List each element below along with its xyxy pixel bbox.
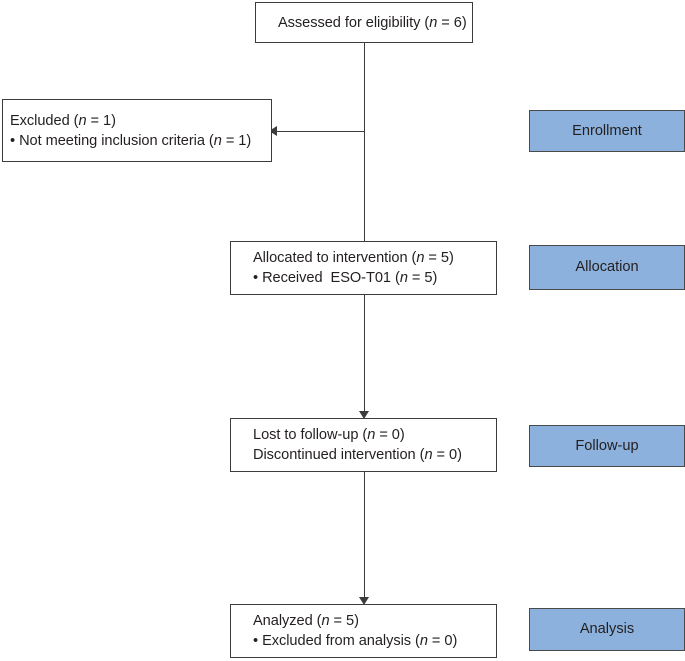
stage-label-enrollment: Enrollment (529, 110, 685, 152)
arrowhead-to-analyzed (359, 597, 369, 605)
box-followup-line-1: Lost to follow-up (n = 0) (253, 427, 405, 443)
stage-label-allocation: Allocation (529, 245, 685, 290)
box-followup-line-2: Discontinued intervention (n = 0) (253, 447, 462, 463)
arrowhead-to-followup (359, 411, 369, 419)
stage-analysis-text: Analysis (579, 621, 635, 638)
box-excluded: Excluded (n = 1) • Not meeting inclusion… (2, 99, 272, 162)
stage-allocation-text: Allocation (575, 259, 639, 276)
box-analyzed-line-1: Analyzed (n = 5) (253, 613, 359, 629)
connector-exclusion-horizontal (277, 130, 364, 133)
box-allocated-to-intervention: Allocated to intervention (n = 5) • Rece… (230, 241, 497, 295)
box-assessed-line-1: Assessed for eligibility (n = 6) (278, 14, 467, 31)
stage-label-follow-up: Follow-up (529, 425, 685, 467)
connector-allocated-to-followup (363, 294, 366, 420)
stage-followup-text: Follow-up (575, 437, 639, 454)
box-excluded-line-1: Excluded (n = 1) (10, 112, 116, 129)
stage-enrollment-text: Enrollment (572, 122, 642, 139)
connector-assessed-to-allocated (363, 42, 366, 242)
box-excluded-line-2: • Not meeting inclusion criteria (n = 1) (10, 132, 252, 149)
box-analyzed-line-2: • Excluded from analysis (n = 0) (253, 633, 458, 649)
arrowhead-to-excluded (269, 126, 277, 136)
connector-followup-to-analyzed (363, 472, 366, 606)
box-allocated-line-1: Allocated to intervention (n = 5) (253, 250, 454, 266)
box-lost-to-follow-up: Lost to follow-up (n = 0) Discontinued i… (230, 418, 497, 472)
stage-label-analysis: Analysis (529, 608, 685, 651)
box-analyzed: Analyzed (n = 5) • Excluded from analysi… (230, 604, 497, 658)
box-allocated-line-2: • Received ESO-T01 (n = 5) (253, 270, 438, 286)
box-assessed-for-eligibility: Assessed for eligibility (n = 6) (255, 2, 473, 43)
